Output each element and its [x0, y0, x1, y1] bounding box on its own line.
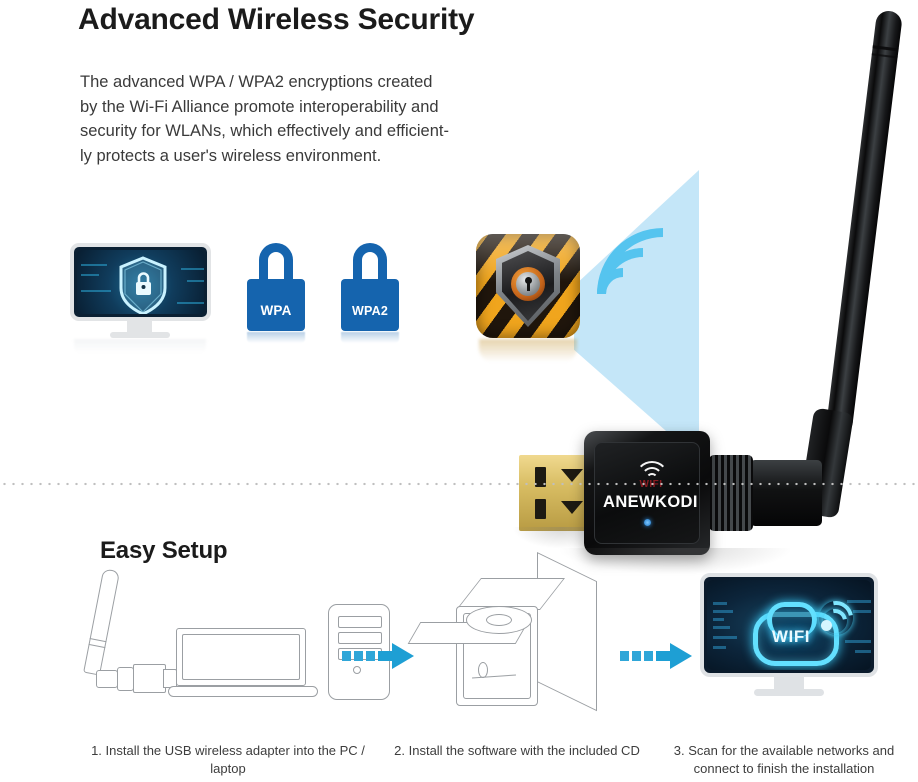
lineart-usb-housing [133, 664, 166, 693]
section-title-security: Advanced Wireless Security [78, 3, 475, 36]
padlock-label: WPA2 [341, 279, 399, 331]
padlock-shackle [259, 243, 293, 285]
section-divider [0, 482, 918, 486]
wifi-monitor-icon: WIFI [700, 573, 886, 701]
step-1-caption: 1. Install the USB wireless adapter into… [91, 743, 365, 776]
padlock-label: WPA [247, 279, 305, 331]
padlock-reflection [341, 332, 399, 343]
body-line: The advanced WPA / WPA2 encryptions crea… [80, 73, 433, 91]
lineart-antenna [83, 568, 121, 676]
brand-name: ANEWKODI [603, 493, 698, 511]
lineart-tower-power-button [353, 666, 361, 674]
wifi-monitor-screen: WIFI [707, 580, 871, 670]
product-barrel [750, 460, 822, 526]
section-title-easy-setup: Easy Setup [100, 537, 228, 564]
wifi-monitor-neck [774, 677, 804, 691]
wifi-cloud-label: WIFI [771, 627, 811, 646]
monitor-bezel [70, 243, 211, 321]
lineart-cd-hole [486, 614, 512, 626]
usb-adapter-lineart [55, 568, 177, 700]
step-2-caption: 2. Install the software with the include… [394, 743, 640, 758]
monitor-reflection [74, 339, 206, 353]
lineart-laptop-base [168, 686, 318, 697]
blue-led-indicator [644, 519, 651, 526]
step-3-caption: 3. Scan for the available networks and c… [673, 743, 895, 776]
wifi-monitor-base [754, 689, 824, 696]
lineart-laptop-display [182, 634, 300, 680]
padlock-shackle [353, 243, 387, 285]
monitor-screen [77, 250, 204, 314]
shield-reflection [479, 339, 577, 362]
wifi-cloud-shape [753, 602, 839, 666]
product-knurled-ring [709, 455, 753, 531]
shield-padlock-glyph [119, 256, 167, 314]
padlock-reflection [247, 332, 305, 343]
lineart-tower-bay [338, 616, 382, 628]
lineart-eject-button [478, 662, 488, 678]
wpa2-padlock-icon: WPA2 [341, 243, 399, 343]
adapter-shadow [560, 548, 790, 574]
lineart-hinge [96, 670, 118, 688]
step-arrow-icon [342, 643, 414, 669]
gold-shield-lock-icon [476, 234, 580, 362]
section-body-security: The advanced WPA / WPA2 encryptions crea… [80, 70, 500, 168]
monitor-base [110, 332, 170, 338]
body-line: by the Wi-Fi Alliance promote interopera… [80, 97, 439, 116]
keyhole-icon [525, 277, 532, 291]
lineart-tower-bay [338, 632, 382, 644]
usb-a-connector [519, 455, 591, 531]
laptop-lineart [168, 628, 318, 700]
wifi-logo-icon [635, 461, 669, 479]
monitor-neck [127, 321, 152, 333]
product-adapter-face: WIFI ANEWKODI [594, 442, 700, 544]
monitor-shield-icon [70, 243, 218, 353]
lineart-adapter-body [117, 667, 134, 691]
product-adapter-body: WIFI ANEWKODI [584, 431, 710, 555]
wifi-monitor-bezel: WIFI [700, 573, 878, 677]
body-line: ly protects a user's wireless environmen… [80, 146, 382, 165]
product-antenna [826, 9, 904, 430]
body-line: security for WLANs, which effectively an… [80, 122, 449, 140]
cd-tower-lineart [407, 552, 607, 712]
wifi-signal-dot [821, 620, 832, 631]
lineart-tower-side [537, 552, 597, 712]
wpa-padlock-icon: WPA [247, 243, 305, 343]
step-arrow-icon [620, 643, 692, 669]
